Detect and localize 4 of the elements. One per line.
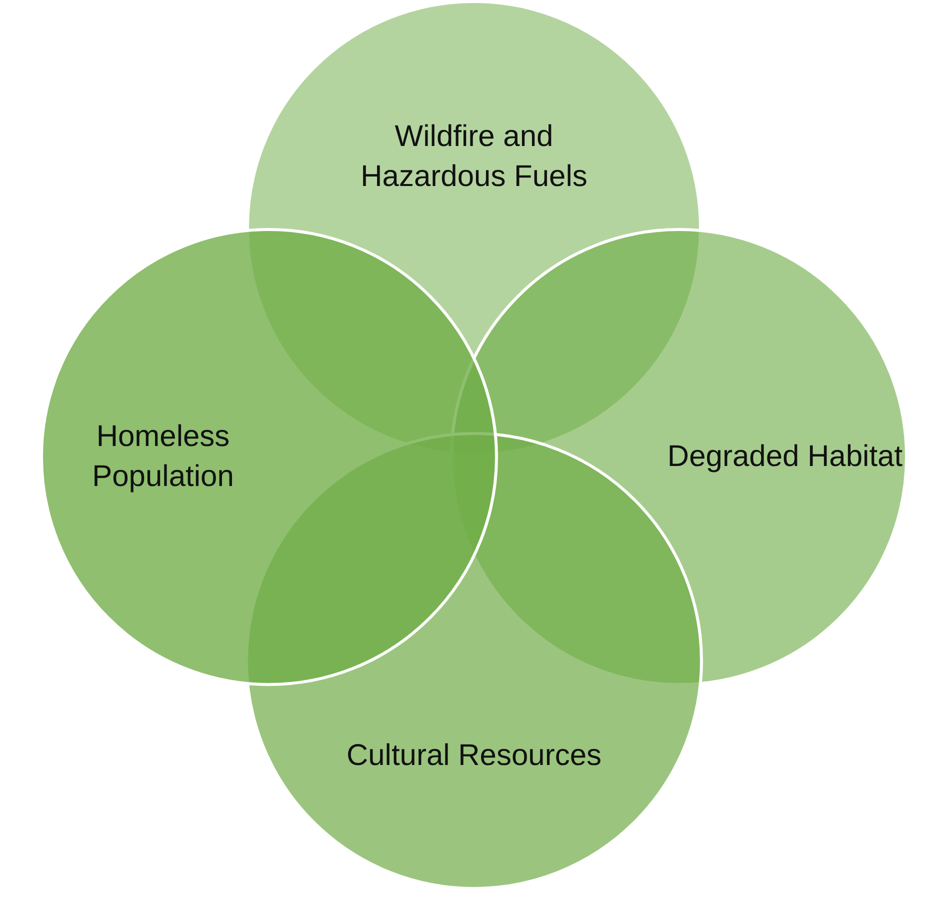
circle-label: Homeless Population [91,419,235,495]
circle-label: Wildfire and Hazardous Fuels [360,119,588,195]
circle-label: Cultural Resources [345,738,603,774]
circle-label: Degraded Habitat [666,439,904,475]
